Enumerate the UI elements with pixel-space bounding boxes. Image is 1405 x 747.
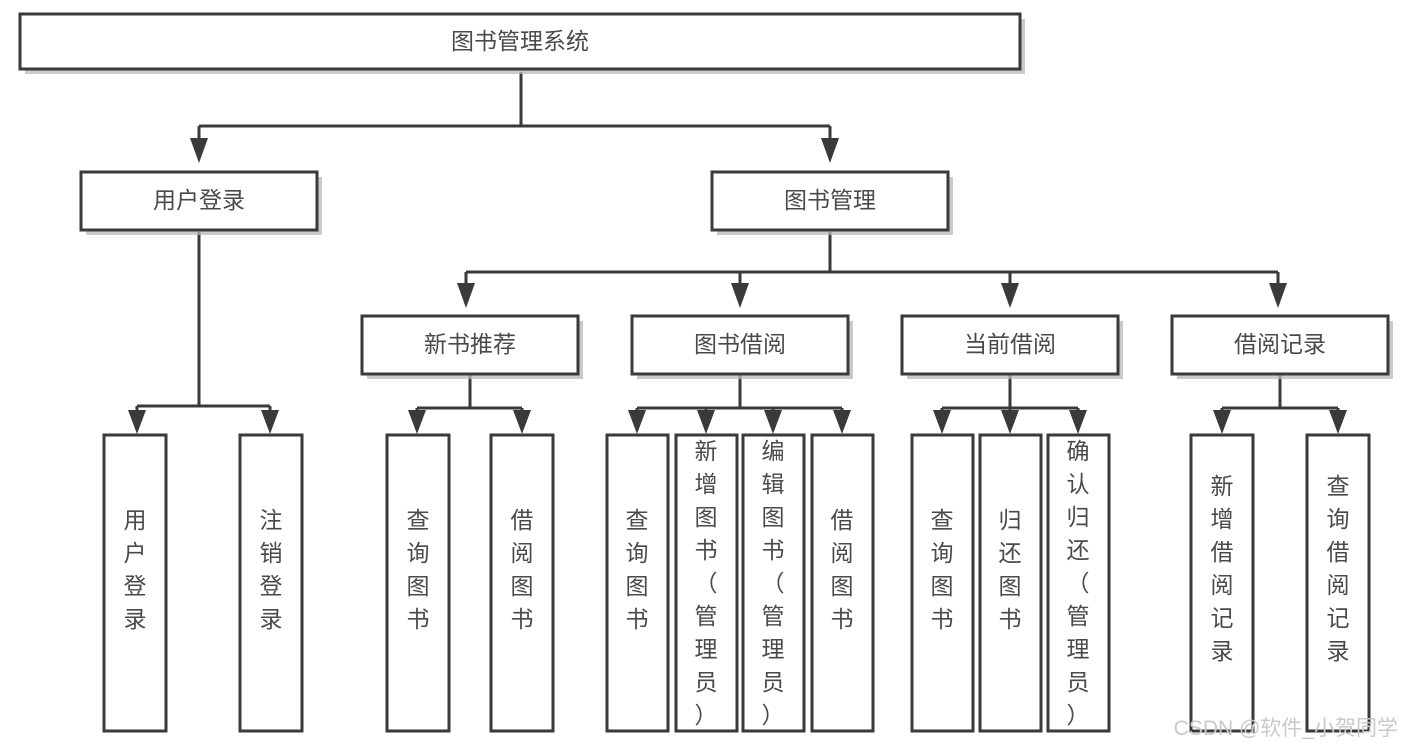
node-new-book-rec[interactable]: 新书推荐 (360, 314, 583, 379)
node-leaf-logout-label: 注销登录 (260, 507, 283, 632)
node-leaf-return-book[interactable]: 归还图书 (978, 433, 1043, 733)
node-leaf-borrow-book-b-box[interactable] (810, 433, 875, 733)
node-user-login[interactable]: 用户登录 (79, 170, 322, 235)
arrow-bm-c3 (1001, 283, 1019, 308)
csdn-watermark: CSDN @软件_小贺同学 (1174, 717, 1398, 740)
node-leaf-edit-book-admin-box[interactable] (741, 433, 806, 733)
node-leaf-return-book-box[interactable] (978, 433, 1043, 733)
arrow-ul-c2 (261, 410, 279, 434)
node-borrow-record-label: 借阅记录 (1234, 331, 1326, 357)
node-leaf-user-login-box[interactable] (102, 433, 168, 733)
node-leaf-query-book-a[interactable]: 查询图书 (385, 433, 451, 733)
node-book-borrow-label: 图书借阅 (694, 331, 786, 357)
arrow-root-to-book-mgmt (821, 138, 839, 163)
node-leaf-add-book-admin[interactable]: 新增图书（管理员） (674, 433, 739, 733)
node-leaf-user-login[interactable]: 用户登录 (102, 433, 168, 733)
node-leaf-query-book-b-label: 查询图书 (626, 507, 649, 632)
edge-group-user-login (128, 232, 279, 434)
arrow-bb-c4 (833, 410, 851, 434)
node-root-label: 图书管理系统 (451, 28, 589, 54)
arrow-bm-c4 (1269, 283, 1287, 308)
node-leaf-query-book-c[interactable]: 查询图书 (910, 433, 975, 733)
arrow-bm-c2 (731, 283, 749, 308)
node-new-book-rec-box[interactable] (360, 314, 580, 376)
node-leaf-query-book-b[interactable]: 查询图书 (605, 433, 670, 733)
arrow-bb-c3 (764, 410, 782, 434)
arrow-br-c2 (1329, 410, 1347, 434)
node-borrow-record[interactable]: 借阅记录 (1170, 314, 1393, 379)
edge-group-new-book-rec (408, 375, 531, 434)
node-book-mgmt-box[interactable] (710, 170, 950, 232)
node-leaf-add-record-label: 新增借阅记录 (1211, 473, 1234, 664)
node-leaf-query-book-c-label: 查询图书 (931, 507, 954, 632)
node-leaf-add-record-box[interactable] (1189, 433, 1255, 733)
edge-group-book-mgmt (457, 232, 1287, 308)
node-current-borrow[interactable]: 当前借阅 (900, 314, 1123, 379)
node-user-login-box[interactable] (79, 170, 319, 232)
arrow-bm-c1 (457, 283, 475, 308)
edge-group-borrow-record (1213, 375, 1347, 434)
arrow-cb-c3 (1069, 410, 1087, 434)
node-leaf-borrow-book-a[interactable]: 借阅图书 (489, 433, 555, 733)
arrow-cb-c2 (1001, 410, 1019, 434)
node-leaf-logout[interactable]: 注销登录 (238, 433, 304, 733)
arrow-br-c1 (1213, 410, 1231, 434)
node-leaf-query-book-b-box[interactable] (605, 433, 670, 733)
node-leaf-query-book-a-box[interactable] (385, 433, 451, 733)
node-book-mgmt[interactable]: 图书管理 (710, 170, 953, 235)
node-book-borrow-box[interactable] (630, 314, 850, 376)
arrow-bb-c2 (697, 410, 715, 434)
node-leaf-add-record[interactable]: 新增借阅记录 (1189, 433, 1255, 733)
node-leaf-add-book-admin-label: 新增图书（管理员） (695, 438, 718, 728)
node-leaf-add-book-admin-box[interactable] (674, 433, 739, 733)
arrow-root-to-user-login (190, 138, 208, 163)
node-leaf-borrow-book-b-label: 借阅图书 (831, 507, 854, 632)
node-leaf-edit-book-admin-label: 编辑图书（管理员） (762, 438, 785, 728)
node-leaf-query-record[interactable]: 查询借阅记录 (1305, 433, 1371, 733)
node-leaf-query-record-box[interactable] (1305, 433, 1371, 733)
arrow-cb-c1 (933, 410, 951, 434)
node-leaf-borrow-book-a-box[interactable] (489, 433, 555, 733)
node-root-box[interactable] (18, 12, 1022, 71)
edge-group-book-borrow (628, 375, 851, 434)
arrow-nbr-c1 (408, 410, 426, 434)
node-borrow-record-box[interactable] (1170, 314, 1390, 376)
node-leaf-borrow-book-b[interactable]: 借阅图书 (810, 433, 875, 733)
node-new-book-rec-label: 新书推荐 (424, 331, 516, 357)
node-current-borrow-label: 当前借阅 (964, 331, 1056, 357)
node-current-borrow-box[interactable] (900, 314, 1120, 376)
node-leaf-query-record-label: 查询借阅记录 (1327, 473, 1350, 664)
node-leaf-user-login-label: 用户登录 (124, 507, 147, 632)
node-leaf-confirm-return-admin-box[interactable] (1046, 433, 1111, 733)
edge-group-current-borrow (933, 375, 1087, 434)
node-leaf-borrow-book-a-label: 借阅图书 (511, 507, 534, 632)
node-book-mgmt-label: 图书管理 (784, 187, 876, 213)
arrow-nbr-c2 (513, 410, 531, 434)
node-leaf-logout-box[interactable] (238, 433, 304, 733)
node-leaf-confirm-return-admin-label: 确认归还（管理员） (1067, 438, 1090, 728)
arrow-ul-c1 (128, 410, 146, 434)
edge-group-root (190, 72, 839, 163)
node-leaf-edit-book-admin[interactable]: 编辑图书（管理员） (741, 433, 806, 733)
arrow-bb-c1 (628, 410, 646, 434)
node-book-borrow[interactable]: 图书借阅 (630, 314, 853, 379)
node-root[interactable]: 图书管理系统 (18, 12, 1025, 74)
node-leaf-query-book-c-box[interactable] (910, 433, 975, 733)
node-leaf-confirm-return-admin[interactable]: 确认归还（管理员） (1046, 433, 1111, 733)
node-leaf-return-book-label: 归还图书 (999, 507, 1022, 632)
node-leaf-query-book-a-label: 查询图书 (407, 507, 430, 632)
node-user-login-label: 用户登录 (153, 187, 245, 213)
